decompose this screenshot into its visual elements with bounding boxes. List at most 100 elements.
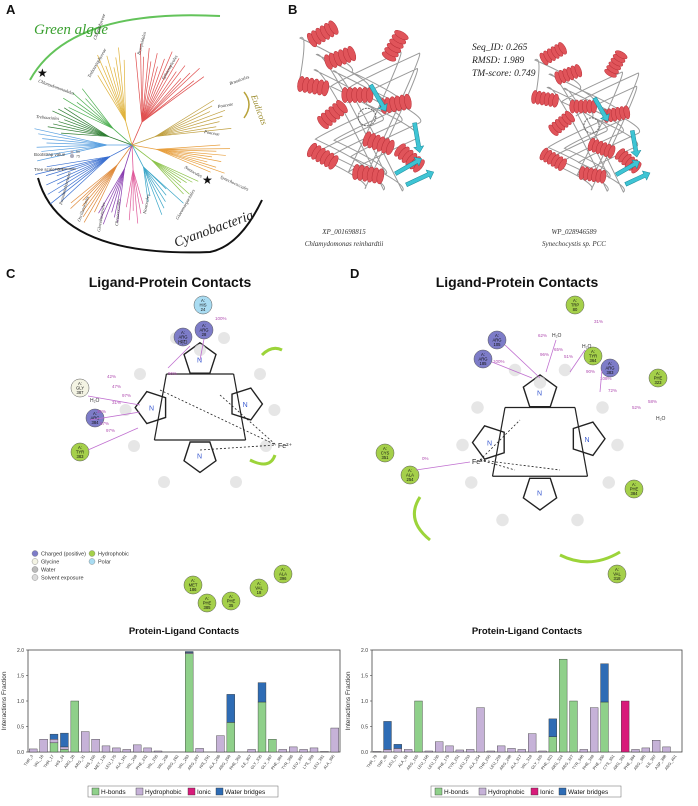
helix-turn	[347, 45, 357, 62]
residue-number: 383	[607, 370, 615, 375]
interaction-percent: 0%	[422, 456, 429, 461]
y-tick-label: 0.0	[17, 750, 24, 756]
alpha-helix	[306, 142, 339, 170]
tree-branches	[34, 43, 232, 225]
bar-segment	[60, 749, 69, 753]
bootstrap-legend-label: Bootstrap value	[34, 152, 66, 157]
tree-branch	[58, 156, 111, 194]
legend-swatch	[558, 787, 567, 796]
tree-branch	[155, 109, 226, 137]
residue-circle	[375, 443, 395, 463]
legend-label: H-bonds	[101, 789, 126, 796]
residue-circle	[249, 578, 269, 598]
residue-name: VAL	[255, 586, 263, 591]
tree-branch	[155, 128, 232, 137]
bar-segment	[257, 682, 267, 703]
y-tick-label: 1.5	[361, 674, 368, 680]
tree-branch	[46, 142, 108, 146]
clade-label: Poaceae	[203, 129, 220, 137]
bar-segment	[497, 745, 506, 753]
bar-segment	[49, 742, 59, 753]
solvent-exposure-blob	[194, 344, 206, 356]
bar-segment	[652, 740, 661, 753]
hbond-line	[569, 349, 586, 373]
residue-chain: A:	[205, 596, 209, 601]
hbond-line	[199, 338, 205, 361]
bar-segment	[216, 735, 225, 753]
residue-circle	[487, 330, 507, 350]
bar-segment	[590, 707, 599, 753]
residue-name: MET	[189, 583, 198, 588]
bar-segment	[133, 744, 142, 753]
helix-turn	[328, 155, 339, 170]
tree-branch	[140, 43, 143, 123]
residue-chain: A:	[591, 349, 595, 354]
tree-branch	[83, 164, 118, 223]
helix-turn	[385, 139, 395, 156]
legend-label: Water bridges	[568, 789, 609, 796]
tree-branch	[141, 72, 191, 123]
legend-label: Water	[41, 568, 56, 574]
tree-branch	[141, 48, 150, 123]
tree-branch	[141, 56, 144, 123]
bar-segment	[91, 739, 100, 753]
residue-number: 384	[92, 420, 100, 425]
clade-label: Poaceae	[216, 101, 233, 109]
tree-branch	[155, 105, 213, 137]
residue-chain: A:	[229, 594, 233, 599]
residue-name: TRP	[571, 303, 580, 308]
bar-segment	[373, 751, 382, 753]
residue-chain: A:	[383, 446, 387, 451]
tree-branch	[141, 61, 152, 123]
bar-segment	[517, 749, 526, 753]
tree-branch	[141, 71, 177, 123]
legend-swatch	[31, 550, 39, 557]
residue-circle	[197, 593, 217, 613]
hydrophobic-contour	[249, 454, 277, 466]
x-tick-label: THR_3	[23, 753, 35, 767]
tree-branch	[118, 47, 126, 121]
beta-strand	[624, 170, 651, 187]
beta-strand	[405, 169, 435, 187]
helix-turn	[607, 145, 616, 159]
panel-label-d: D	[350, 266, 360, 281]
phylogenetic-tree: Green algae Cyanobacteria Eudicots ★ ★ C…	[29, 13, 270, 254]
bar-segment	[383, 749, 392, 753]
residue-chain: A:	[573, 298, 577, 303]
panel-c-title: Ligand-Protein Contacts	[89, 274, 252, 290]
pyrrole-ring	[183, 441, 217, 474]
bar-segment	[404, 749, 413, 753]
tree-branch	[131, 144, 134, 170]
water-label: H₂O	[656, 416, 666, 422]
tree-branch	[100, 168, 125, 219]
tree-branch	[141, 76, 205, 123]
residue-chain: A:	[201, 298, 205, 303]
tree-branch	[124, 144, 133, 169]
bar-segment	[299, 749, 308, 753]
tree-branch	[117, 168, 125, 223]
green-algae-label: Green algae	[34, 22, 108, 38]
eudicots-label: Eudicots	[249, 92, 270, 126]
clade-label: Chroococcales	[114, 199, 121, 226]
tree-branch	[109, 144, 133, 157]
tree-branch	[102, 168, 125, 225]
tree-branch	[72, 92, 114, 129]
clade-label: Bryopsidales	[136, 31, 147, 55]
tree-branch	[143, 166, 167, 190]
tree-branch	[112, 128, 133, 146]
water-label: H₂O	[582, 344, 592, 350]
tree-branch	[61, 132, 109, 137]
legend-swatch	[88, 558, 96, 565]
hbond-line	[545, 339, 557, 373]
helix-turn	[558, 158, 567, 171]
residue-name: CYS	[381, 451, 390, 456]
tree-branch	[151, 159, 190, 195]
interaction-percent: 57%	[100, 421, 109, 426]
residue-number: 323	[655, 380, 663, 385]
